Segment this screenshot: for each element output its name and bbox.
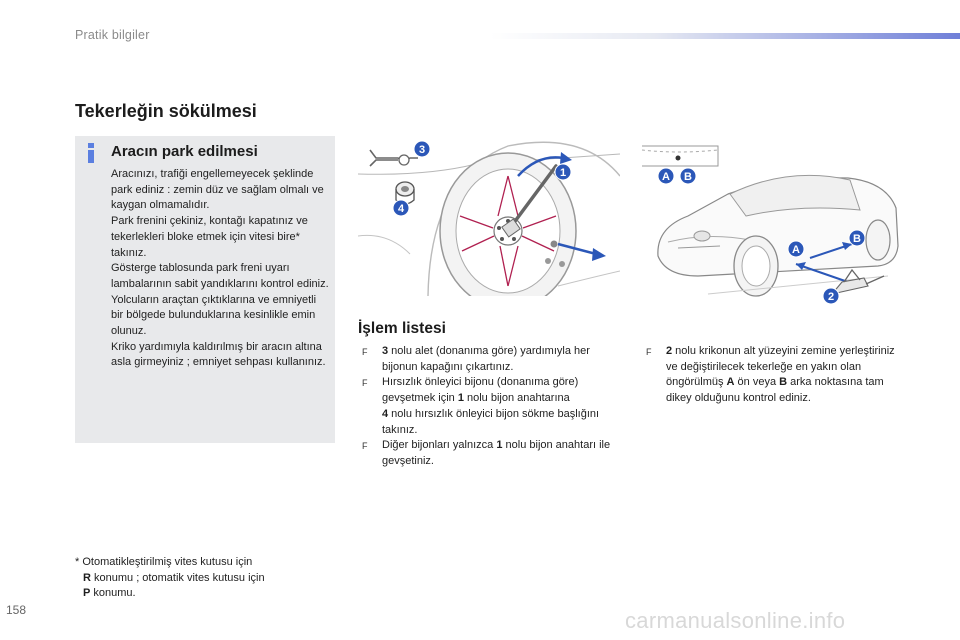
callout-4: 4 [392, 199, 410, 217]
bullet-marker: F [362, 347, 368, 357]
callout-b-top: B [679, 167, 697, 185]
operations-list-left: F 3 nolu alet (donanıma göre) yardımıyla… [362, 344, 612, 470]
operation-item: F 2 nolu krikonun alt yüzeyini zemine ye… [646, 345, 895, 405]
footnote: * Otomatikleştirilmiş vites kutusu için … [75, 555, 315, 602]
car-jack-points-illustration: A B A B 2 [641, 145, 899, 305]
bullet-marker: F [362, 441, 368, 452]
info-box: Aracın park edilmesi Aracınızı, trafiği … [75, 136, 335, 443]
operation-item: F Diğer bijonları yalnızca 1 nolu bijon … [362, 439, 611, 467]
svg-text:1: 1 [560, 167, 566, 179]
info-paragraph: Aracınızı, trafiği engellemeyecek şeklin… [111, 168, 324, 212]
callout-b: B [848, 229, 866, 247]
info-paragraph: Yolcuların araçtan çıktıklarına ve emniy… [111, 293, 317, 338]
page-number: 158 [6, 603, 27, 617]
svg-text:B: B [853, 233, 861, 245]
svg-text:B: B [684, 171, 692, 183]
svg-text:4: 4 [398, 203, 405, 215]
callout-3: 3 [413, 140, 431, 158]
bullet-marker: F [362, 378, 368, 389]
wheel-removal-illustration: 3 1 4 [358, 140, 620, 296]
section-header: Pratik bilgiler [75, 28, 150, 42]
info-icon [88, 143, 94, 163]
svg-text:2: 2 [828, 291, 834, 303]
footnote-line: R konumu ; otomatik vites kutusu için [83, 571, 265, 584]
operations-title: İşlem listesi [358, 320, 446, 337]
header-rule [490, 33, 960, 39]
info-body: Aracınızı, trafiği engellemeyecek şeklin… [111, 167, 329, 371]
svg-text:A: A [662, 171, 670, 183]
footnote-line: P konumu. [83, 587, 136, 599]
operations-list-right: F 2 nolu krikonun alt yüzeyini zemine ye… [646, 344, 896, 407]
callout-1: 1 [554, 163, 572, 181]
info-paragraph: Park frenini çekiniz, kontağı kapatınız … [111, 215, 308, 259]
operation-item: F 3 nolu alet (donanıma göre) yardımıyla… [362, 345, 590, 373]
watermark: carmanualsonline.info [625, 608, 846, 633]
info-paragraph: Kriko yardımıyla kaldırılmış bir aracın … [111, 340, 326, 369]
bullet-marker: F [646, 347, 652, 357]
footnote-line: * Otomatikleştirilmiş vites kutusu için [75, 556, 253, 568]
svg-text:A: A [792, 244, 800, 256]
info-paragraph: Gösterge tablosunda park freni uyarı lam… [111, 262, 329, 290]
callout-a: A [787, 240, 805, 258]
info-heading: Aracın park edilmesi [111, 143, 258, 160]
operation-item: F Hırsızlık önleyici bijonu (donanıma gö… [362, 376, 600, 436]
callout-2: 2 [822, 287, 840, 305]
page-title: Tekerleğin sökülmesi [75, 101, 257, 121]
callout-a-top: A [657, 167, 675, 185]
svg-text:3: 3 [419, 144, 425, 156]
